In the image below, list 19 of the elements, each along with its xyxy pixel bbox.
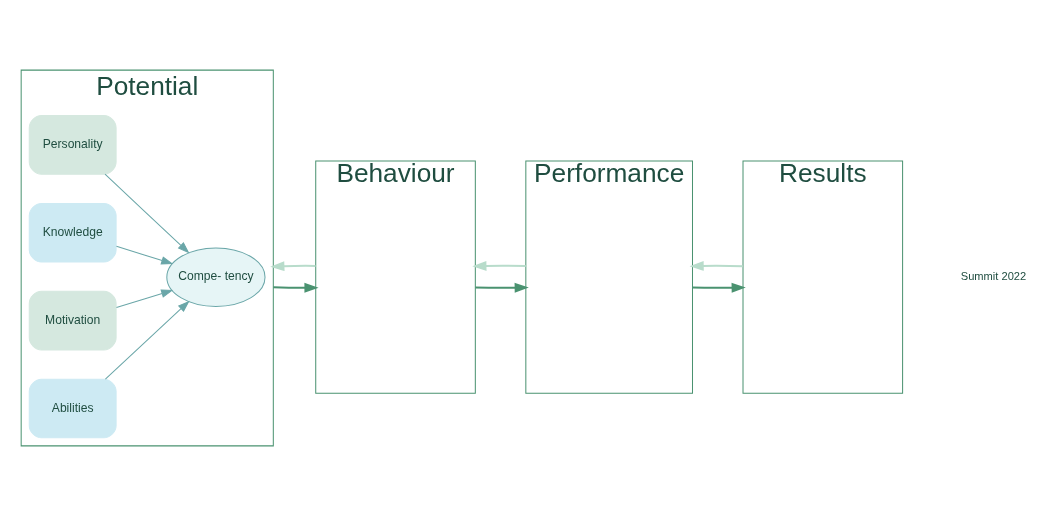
- arrow: [270, 261, 316, 272]
- node-box: Behaviour: [315, 160, 476, 394]
- label: Summit 2022: [960, 270, 1027, 283]
- arrow: [475, 282, 529, 293]
- node-box: Knowledge: [28, 202, 117, 263]
- arrow: [104, 173, 190, 254]
- node-box: Performance: [525, 160, 693, 394]
- arrow: [104, 300, 190, 380]
- node-ellipse: Compe- tency: [166, 247, 266, 307]
- node-box: Abilities: [28, 378, 117, 439]
- node-box: Motivation: [28, 290, 117, 351]
- arrow: [472, 260, 526, 271]
- node-box: Results: [742, 160, 904, 394]
- arrow: [689, 260, 743, 271]
- arrow: [115, 245, 174, 265]
- arrow: [115, 289, 174, 308]
- node-box: Personality: [28, 115, 117, 175]
- arrow: [273, 282, 319, 293]
- arrow: [692, 282, 746, 293]
